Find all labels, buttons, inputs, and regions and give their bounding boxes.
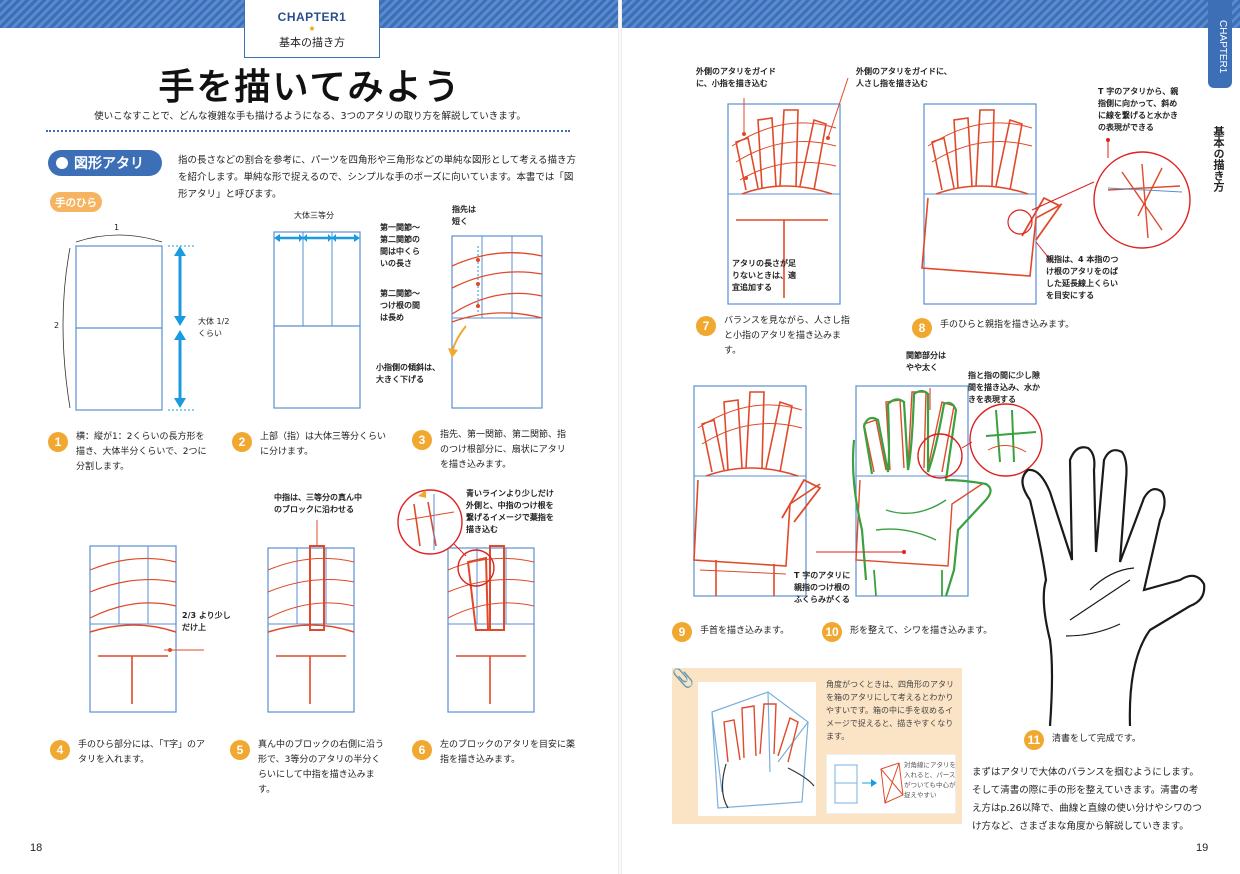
figure-step-6	[397, 489, 535, 713]
step-4-text: 手のひら部分には、「T字」のアタリを入れます。	[78, 740, 205, 765]
fig7-extend-label: アタリの長さが足 りないときは、適 宜追加する	[732, 259, 796, 292]
side-chapter-tab	[1208, 0, 1232, 88]
step-5-number: 5	[230, 740, 250, 760]
side-chapter-label: CHAPTER1	[1217, 20, 1228, 74]
memo-thumb-sketch	[834, 762, 904, 804]
fig3-joint2base-label: 第二関節〜 つけ根の間 は長め	[380, 289, 420, 322]
fig1-height-label: 2	[54, 321, 60, 330]
step-6-number: 6	[412, 740, 432, 760]
memo-thumb-text: 対角線にアタリを入れると、パースがついても中心が捉えやすい	[904, 761, 956, 799]
fig3-joint12-label: 第一関節〜 第二関節の 間は中くら いの長さ	[380, 223, 420, 268]
step-11-number: 11	[1024, 730, 1044, 750]
figure-step-11	[1021, 446, 1206, 727]
step-1-number: 1	[48, 432, 68, 452]
step-10-number: 10	[822, 622, 842, 642]
step-7-number: 7	[696, 316, 716, 336]
subsection-label: 手のひら	[50, 192, 102, 212]
fig3-pinky-label: 小指側の傾斜は、 大きく下げる	[376, 363, 440, 384]
fig6-ring-label: 青いラインより少しだけ 外側と、中指のつけ根を 繋げるイメージで薬指を 描き込む	[466, 489, 554, 534]
fig9-t-shape-label: T 字のアタリに 親指のつけ根の ふくらみがくる	[794, 571, 851, 604]
step-9-text: 手首を描き込みます。	[700, 626, 790, 636]
figure-step-1	[62, 234, 196, 411]
side-running-title: 基本の描き方	[1212, 126, 1225, 192]
page-number-left: 18	[30, 842, 43, 854]
chapter-tab: CHAPTER1 ★ 基本の描き方	[244, 0, 380, 58]
step-10-text: 形を整えて、シワを描き込みます。	[850, 626, 993, 636]
figure-step-8	[921, 103, 1191, 305]
figure-step-5	[267, 520, 355, 713]
fig1-half-label: 大体 1/2 くらい	[198, 317, 230, 338]
lead-text: 使いこなすことで、どんな複雑な手も描けるようになる、3つのアタリの取り方を解説し…	[94, 111, 526, 122]
star-icon: ★	[308, 24, 316, 33]
section-heading: 図形アタリ	[48, 150, 162, 176]
chapter-label: CHAPTER1	[277, 10, 347, 24]
paperclip-icon: 📎	[672, 668, 695, 689]
fig7-index-guide-label: 外側のアタリをガイドに、 人さし指を描き込む	[856, 67, 952, 88]
step-8-number: 8	[912, 318, 932, 338]
section-label: 図形アタリ	[74, 156, 144, 172]
step-1-text: 横：縦が1：2くらいの長方形を描き、大体半分くらいで、2つに分割します。	[76, 432, 207, 472]
dotted-divider	[46, 130, 570, 132]
step-7-text: バランスを見ながら、人さし指と小指のアタリを描き込みます。	[724, 316, 850, 356]
fig4-twothirds-label: 2/3 より少し だけ上	[182, 611, 231, 632]
figure-step-10	[816, 385, 1043, 597]
figure-step-3	[448, 235, 543, 409]
fig1-width-label: 1	[114, 223, 120, 232]
step-8-text: 手のひらと親指を描き込みます。	[940, 320, 1075, 330]
bullet-icon	[56, 157, 68, 169]
figure-step-7	[727, 77, 849, 305]
figure-step-2	[273, 231, 361, 409]
step-11-text: 清書をして完成です。	[1052, 734, 1141, 744]
page-number-right: 19	[1196, 842, 1209, 854]
fig8-t-shape-label: T 字のアタリから、親 指側に向かって、斜め に線を繋げると水かき の表現ができ…	[1098, 87, 1179, 132]
step-6-text: 左のブロックのアタリを目安に薬指を描き込みます。	[440, 740, 576, 765]
memo-box-hand-sketch	[711, 691, 815, 809]
fig8-thumb-label: 親指は、4 本指のつ け根のアタリをのば した延長線上くらい を目安にする	[1046, 255, 1119, 300]
step-2-number: 2	[232, 432, 252, 452]
figure-step-9	[693, 385, 822, 597]
step-3-number: 3	[412, 430, 432, 450]
memo-photo	[698, 682, 816, 816]
memo-text: 角度がつくときは、四角形のアタリを箱のアタリにして考えるとわかりやすいです。箱の…	[826, 680, 954, 741]
step-9-number: 9	[672, 622, 692, 642]
book-gutter	[618, 0, 622, 874]
step-2-text: 上部（指）は大体三等分くらいに分けます。	[260, 432, 387, 457]
step-4-number: 4	[50, 740, 70, 760]
page-title: 手を描いてみよう	[158, 67, 462, 108]
fig10-web-label: 指と指の間に少し隙 間を描き込み、水か きを表現する	[968, 371, 1040, 404]
memo-thumbnail	[826, 754, 956, 814]
step-5-text: 真ん中のブロックの右側に沿う形で、3等分のアタリの半分くらいにして中指を描き込み…	[258, 740, 385, 795]
closing-text: まずはアタリで大体のバランスを掴むようにします。そして清書の際に手の形を整えてい…	[972, 767, 1202, 832]
fig3-tip-label: 指先は 短く	[452, 205, 476, 226]
fig7-pinky-guide-label: 外側のアタリをガイド に、小指を描き込む	[696, 67, 776, 88]
step-3-text: 指先、第一関節、第二関節、指のつけ根部分に、扇状にアタリを描き込みます。	[440, 430, 567, 470]
figure-step-4	[89, 545, 204, 713]
chapter-subtitle: 基本の描き方	[279, 36, 345, 49]
fig10-joint-label: 関節部分は やや太く	[906, 351, 946, 372]
intro-text: 指の長さなどの割合を参考に、パーツを四角形や三角形などの単純な図形として考える描…	[178, 155, 576, 200]
fig5-middle-label: 中指は、三等分の真ん中 のブロックに沿わせる	[274, 493, 362, 514]
fig2-third-label: 大体三等分	[294, 211, 334, 220]
